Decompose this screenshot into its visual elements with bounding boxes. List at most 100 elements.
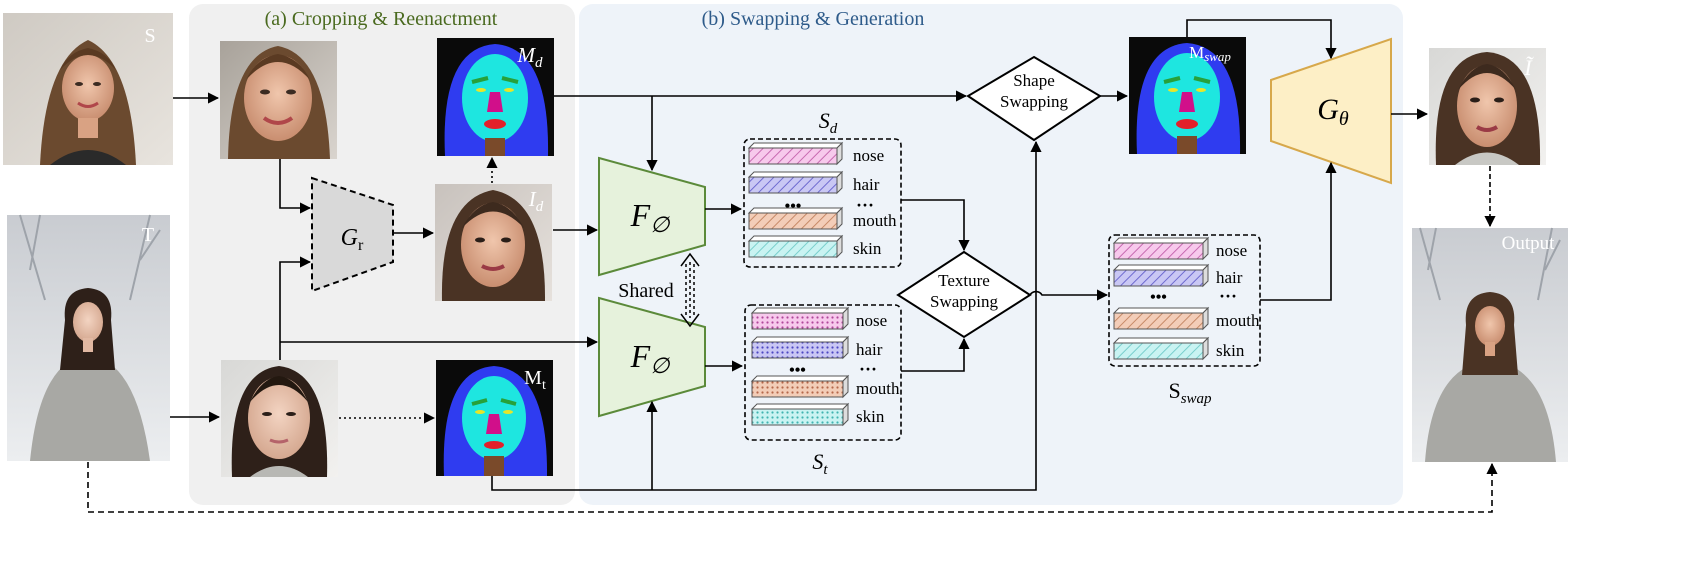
style-group-st: St nose hair ••• ···mouth skin — [744, 304, 902, 478]
cropped-source-image — [220, 41, 337, 159]
svg-text:Gθ: Gθ — [1317, 93, 1349, 130]
st-label-hair: hair — [856, 340, 883, 359]
svg-text:Sd: Sd — [819, 108, 838, 137]
sswap-label-hair: hair — [1216, 268, 1243, 287]
sd-bar-skin — [747, 234, 844, 259]
output-image: Output — [1412, 227, 1568, 462]
mask-mswap-label-sub: swap — [1204, 49, 1231, 64]
texture-swapping-op: Texture Swapping — [896, 250, 1032, 339]
arrow-sd-to-texture — [901, 199, 970, 252]
svg-text:Id: Id — [528, 187, 544, 215]
mask-md-label-sub: d — [535, 55, 543, 71]
svg-text:Gr: Gr — [341, 225, 364, 254]
sswap-label-mouth: mouth — [1216, 311, 1260, 330]
svg-text:St: St — [812, 449, 828, 478]
f-top-label-sub: ∅ — [650, 212, 670, 237]
driven-face-image: Id — [435, 184, 552, 301]
sd-label-sub: d — [830, 121, 838, 137]
mask-md: Md — [437, 38, 554, 156]
st-label-mouth: mouth — [856, 379, 900, 398]
sd-bar-hair — [747, 170, 844, 195]
svg-text:Mt: Mt — [524, 367, 546, 393]
shared-weights-arrow — [680, 252, 700, 328]
sswap-bar-mouth — [1112, 306, 1210, 331]
svg-text:Sswap: Sswap — [1168, 378, 1212, 407]
f-bottom-label-sub: ∅ — [650, 353, 670, 378]
arrow-sswap-to-gtheta — [1260, 161, 1337, 301]
mask-mt: Mt — [436, 360, 553, 476]
sswap-label-skin: skin — [1216, 341, 1245, 360]
st-bar-hair — [750, 335, 850, 360]
target-label: T — [142, 224, 154, 246]
sd-bar-mouth — [747, 206, 844, 231]
panel-a-title: (a) Cropping & Reenactment — [265, 8, 498, 30]
f-top-label-main: F — [630, 197, 651, 233]
generated-face-image: Ĩ — [1429, 48, 1546, 165]
svg-text:Md: Md — [517, 43, 544, 71]
sd-label-hair: hair — [853, 175, 880, 194]
mask-mswap-label-main: M — [1189, 43, 1204, 62]
sd-label-main: S — [819, 108, 830, 133]
shape-swapping-line2: Swapping — [1000, 92, 1069, 111]
shape-swapping-line1: Shape — [1013, 71, 1055, 90]
st-bar-skin — [750, 402, 850, 427]
source-label: S — [144, 25, 155, 47]
st-label-main: S — [812, 449, 823, 474]
mask-mt-label-sub: t — [542, 378, 546, 393]
sswap-ellipsis-labels: ··· — [1219, 286, 1237, 306]
driven-label-sub: d — [536, 199, 544, 215]
st-bar-mouth — [750, 374, 850, 399]
arrow-mt-to-shape — [491, 140, 1042, 491]
main-generator: Gθ — [1270, 37, 1392, 185]
style-encoder-top: F∅ — [598, 156, 706, 277]
arrow-st-to-texture — [901, 337, 970, 372]
mask-mswap: Mswap — [1129, 37, 1246, 154]
source-image: S — [3, 13, 173, 165]
sd-label-skin: skin — [853, 239, 882, 258]
svg-text:F∅: F∅ — [630, 338, 671, 378]
style-encoder-bottom: F∅ — [598, 296, 706, 418]
generated-label: Ĩ — [1523, 55, 1534, 80]
arrow-texture-to-sswap — [1028, 289, 1109, 301]
cropped-target-image — [221, 360, 338, 477]
arrow-cropt-to-gr — [279, 256, 312, 360]
shape-swapping-op: Shape Swapping — [966, 55, 1102, 142]
arrow-t-to-output — [87, 462, 1498, 513]
panel-b-title: (b) Swapping & Generation — [702, 8, 925, 30]
gtheta-label-main: G — [1317, 93, 1339, 126]
st-ellipsis-labels: ··· — [859, 359, 877, 379]
shared-label: Shared — [618, 280, 674, 302]
driven-label-main: I — [528, 187, 537, 211]
gr-label-sub: r — [358, 237, 364, 254]
svg-text:F∅: F∅ — [630, 197, 671, 237]
st-label-nose: nose — [856, 311, 887, 330]
sd-label-nose: nose — [853, 146, 884, 165]
sswap-label-main: S — [1168, 378, 1180, 403]
arrow-mswap-to-gtheta — [1186, 19, 1337, 60]
mask-mt-label-main: M — [524, 367, 542, 389]
gr-label-main: G — [341, 225, 358, 251]
st-bar-nose — [750, 306, 850, 331]
svg-text:Mswap: Mswap — [1189, 43, 1231, 64]
target-image: T — [7, 214, 170, 461]
sswap-bar-skin — [1112, 336, 1210, 361]
st-label-sub: t — [823, 462, 828, 478]
reenactment-generator: Gr — [311, 176, 394, 293]
sswap-label-nose: nose — [1216, 241, 1247, 260]
sswap-bar-hair — [1112, 263, 1210, 288]
sd-bar-nose — [747, 141, 844, 166]
texture-swapping-line2: Swapping — [930, 292, 999, 311]
gtheta-label-sub: θ — [1339, 108, 1349, 130]
arrow-crop-to-gr — [279, 159, 312, 214]
f-bottom-label-main: F — [630, 338, 651, 374]
mask-md-label-main: M — [517, 43, 537, 67]
sswap-label-sub: swap — [1181, 391, 1212, 407]
sswap-bar-nose — [1112, 236, 1210, 261]
st-ellipsis-bars: ••• — [789, 362, 806, 379]
sd-ellipsis-labels: ··· — [856, 195, 874, 215]
st-label-skin: skin — [856, 407, 885, 426]
